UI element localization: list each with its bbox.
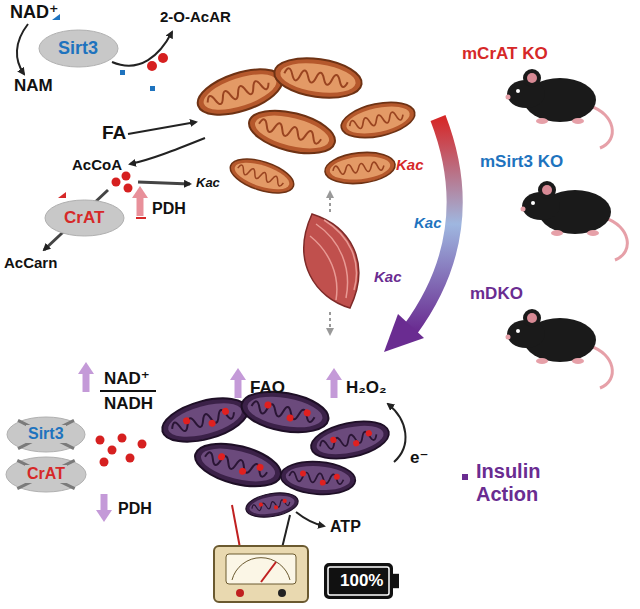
label-text: NAD⁺ [104,369,150,389]
label-text: NAD⁺ [10,2,59,23]
label-text: FAO [250,378,285,398]
label-text: H₂O₂ [346,378,387,398]
label-text: Kac [396,156,424,173]
label-text: mSirt3 KO [480,152,563,172]
label-text: AcCarn [4,254,57,271]
enzyme-ellipse: CrAT [5,456,87,493]
label-text: Kac [414,214,442,231]
node-label: Sirt3 [26,425,66,443]
label-text: AcCoA [72,156,122,173]
label-text: mCrAT KO [462,44,548,64]
enzyme-ellipse: CrAT [44,199,125,237]
enzyme-ellipse: Sirt3 [38,29,119,68]
label-text: Insulin Action [476,460,576,506]
label-text: e⁻ [410,448,428,468]
enzyme-ellipse: Sirt3 [6,416,86,453]
node-label: Sirt3 [58,38,98,59]
label-text: FA [102,122,126,144]
node-label: 100% [340,571,383,591]
label-text: NADH [104,394,153,414]
label-text: 2-O-AcAR [160,8,231,25]
label-text: ATP [330,518,361,536]
label-text: PDH [118,500,152,518]
node-label: CrAT [64,208,104,228]
label-text: PDH [152,200,186,218]
node-label: CrAT [25,465,67,483]
label-text: Kac [374,268,402,285]
battery-shape: 100% [324,563,400,599]
label-text: NAM [14,76,53,96]
label-text: mDKO [470,284,523,304]
label-text: Kac [196,176,220,191]
